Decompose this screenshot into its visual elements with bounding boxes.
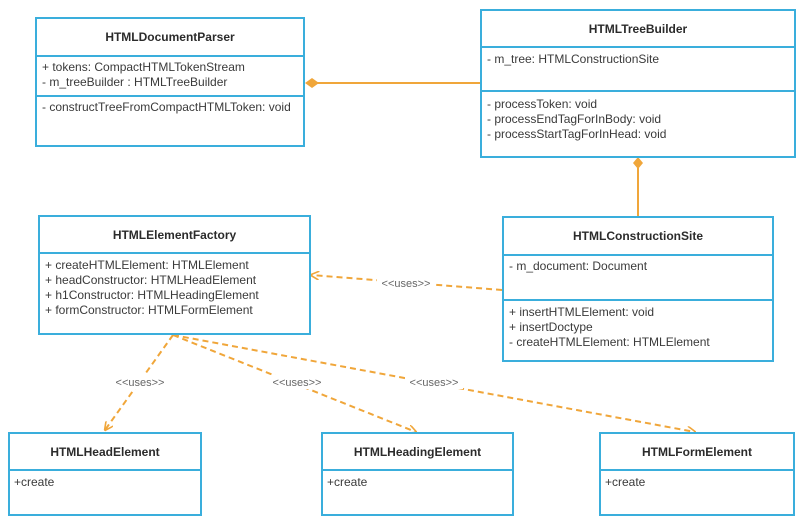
class-title: HTMLHeadElement	[10, 434, 200, 471]
attribute: - m_tree: HTMLConstructionSite	[487, 52, 660, 66]
class-html-form-element[interactable]: HTMLFormElement +create	[599, 432, 795, 516]
attribute: + headConstructor: HTMLHeadElement	[45, 273, 257, 287]
class-title: HTMLDocumentParser	[37, 19, 303, 57]
uses-label-site-factory: <<uses>>	[382, 278, 431, 290]
methods-section: - processToken: void - processEndTagForI…	[482, 92, 794, 145]
uses-label-bg-site-factory	[377, 276, 435, 290]
method: - processToken: void	[487, 97, 598, 111]
attribute: +create	[327, 475, 368, 489]
method: + insertHTMLElement: void	[509, 305, 655, 319]
class-html-heading-element[interactable]: HTMLHeadingElement +create	[321, 432, 514, 516]
attributes-section: - m_tree: HTMLConstructionSite	[482, 48, 794, 92]
attributes-section: +create	[323, 471, 512, 493]
uses-label-bg-factory-head	[111, 375, 169, 389]
method: - processStartTagForInHead: void	[487, 127, 667, 141]
attributes-section: - m_document: Document	[504, 256, 772, 301]
attribute: - m_treeBuilder : HTMLTreeBuilder	[42, 75, 228, 89]
class-html-tree-builder[interactable]: HTMLTreeBuilder - m_tree: HTMLConstructi…	[480, 9, 796, 158]
class-title: HTMLConstructionSite	[504, 218, 772, 256]
attributes-section: + createHTMLElement: HTMLElement + headC…	[40, 254, 309, 321]
method: - createHTMLElement: HTMLElement	[509, 335, 710, 349]
uses-label-bg-factory-heading	[268, 375, 326, 389]
attributes-section: +create	[10, 471, 200, 493]
methods-section: + insertHTMLElement: void + insertDoctyp…	[504, 301, 772, 353]
attribute: + tokens: CompactHTMLTokenStream	[42, 60, 245, 74]
attribute: + formConstructor: HTMLFormElement	[45, 303, 253, 317]
composition-diamond-treebuilder	[633, 157, 643, 169]
method: - processEndTagForInBody: void	[487, 112, 662, 126]
class-title: HTMLFormElement	[601, 434, 793, 471]
composition-diamond-parser	[305, 78, 319, 88]
class-title: HTMLElementFactory	[40, 217, 309, 254]
attribute: + createHTMLElement: HTMLElement	[45, 258, 249, 272]
uses-label-factory-form: <<uses>>	[410, 377, 459, 389]
attribute: +create	[14, 475, 55, 489]
class-html-head-element[interactable]: HTMLHeadElement +create	[8, 432, 202, 516]
class-title: HTMLTreeBuilder	[482, 11, 794, 48]
class-html-construction-site[interactable]: HTMLConstructionSite - m_document: Docum…	[502, 216, 774, 362]
method: + insertDoctype	[509, 320, 593, 334]
class-title: HTMLHeadingElement	[323, 434, 512, 471]
method: - constructTreeFromCompactHTMLToken: voi…	[42, 100, 291, 114]
attribute: - m_document: Document	[509, 259, 648, 273]
attributes-section: + tokens: CompactHTMLTokenStream - m_tre…	[37, 57, 303, 97]
class-html-document-parser[interactable]: HTMLDocumentParser + tokens: CompactHTML…	[35, 17, 305, 147]
attributes-section: +create	[601, 471, 793, 493]
uses-label-bg-factory-form	[405, 375, 463, 389]
attribute: +create	[605, 475, 646, 489]
methods-section: - constructTreeFromCompactHTMLToken: voi…	[37, 97, 303, 118]
attribute: + h1Constructor: HTMLHeadingElement	[45, 288, 259, 302]
uses-label-factory-head: <<uses>>	[116, 377, 165, 389]
class-html-element-factory[interactable]: HTMLElementFactory + createHTMLElement: …	[38, 215, 311, 335]
uses-label-factory-heading: <<uses>>	[273, 377, 322, 389]
